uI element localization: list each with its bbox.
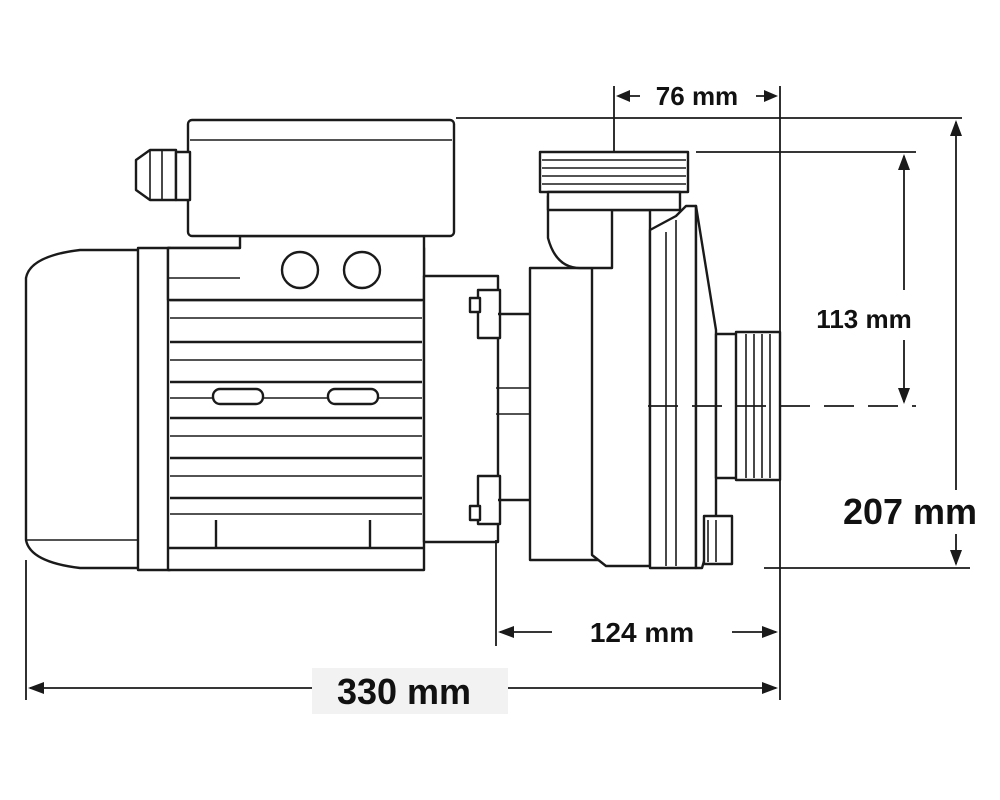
dimension-outlet-height: 113 mm: [816, 154, 912, 404]
total-length-label-box: [312, 668, 508, 714]
dimension-total-length: 330 mm: [28, 668, 778, 714]
motor-flange: [422, 274, 534, 544]
label-outlet-height: 113 mm: [816, 304, 911, 334]
motor-fan-cover: [24, 248, 142, 570]
label-total-length: 330 mm: [337, 671, 471, 712]
dimension-total-height: 207 mm: [843, 120, 977, 566]
suction-port: [538, 150, 690, 270]
extension-lines: [25, 86, 970, 700]
motor-body: [136, 234, 454, 572]
label-outlet-width: 76 mm: [656, 81, 738, 111]
terminal-box: [186, 118, 456, 238]
label-pump-head-length: 124 mm: [590, 617, 694, 648]
dimension-pump-head-length: 124 mm: [498, 617, 778, 648]
label-total-height: 207 mm: [843, 491, 977, 532]
pump-volute: [648, 204, 734, 570]
dimension-outlet-width: 76 mm: [616, 81, 778, 111]
cable-gland: [134, 148, 192, 202]
